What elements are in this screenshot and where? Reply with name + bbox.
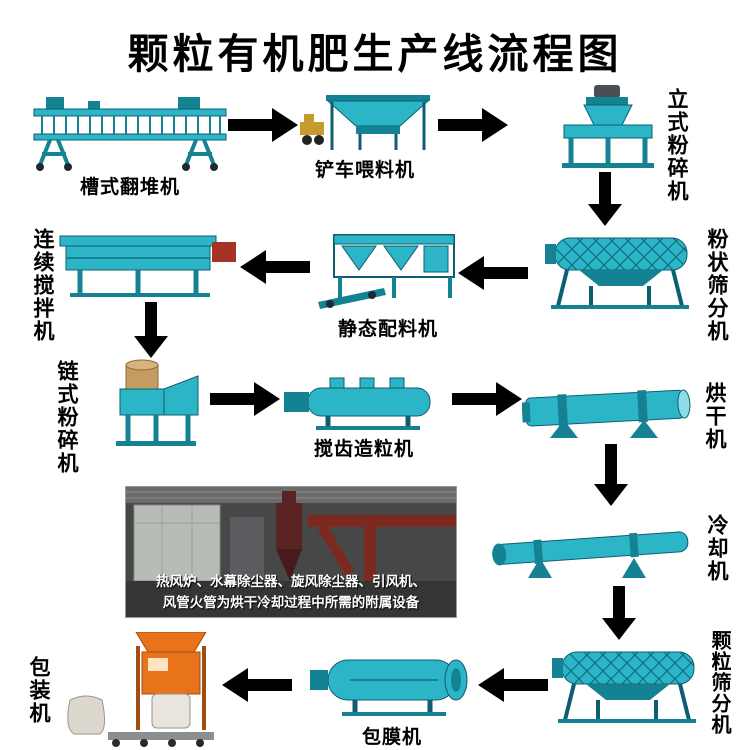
page-title: 颗粒有机肥生产线流程图 [127,30,623,78]
machine-granule-screener [552,640,702,729]
trough-turner-label: 槽式翻堆机 [79,176,180,198]
granule-screener-image [552,651,696,723]
flow-arrow-down-icon [134,302,168,358]
powder-screener-image [545,237,689,309]
machine-packing [52,631,217,750]
packing-machine-label: 包装机 [27,656,51,725]
machine-coating [310,650,475,724]
cooler-label: 冷却机 [705,514,729,583]
coating-machine-label: 包膜机 [361,726,422,748]
chain-crusher-label: 链式粉碎机 [55,360,79,475]
flow-arrow-down-icon [594,444,628,506]
photo-caption-line2: 风管火管为烘干冷却过程中所需的附属设备 [162,595,420,612]
cooler-image [492,531,689,578]
flow-arrow-down-icon [588,172,622,226]
paddle-granulator-label: 搅齿造粒机 [313,438,414,460]
flow-arrow-right-icon [210,382,280,416]
photo-caption: 热风炉、水幕除尘器、旋风除尘器、引风机、 风管火管为烘干冷却过程中所需的附属设备 [126,572,456,614]
flow-arrow-right-icon [228,108,298,142]
flow-arrow-left-icon [478,668,548,702]
machine-chain-crusher [98,358,203,452]
auxiliary-equipment-photo: 热风炉、水幕除尘器、旋风除尘器、引风机、 风管火管为烘干冷却过程中所需的附属设备 [125,486,457,618]
machine-cooler [490,512,695,586]
chain-crusher-image [116,359,199,446]
machine-trough-turner [30,92,230,176]
packing-machine-image [67,631,214,747]
flow-arrow-down-icon [602,586,636,640]
powder-screener-label: 粉状筛分机 [705,228,729,343]
flow-arrow-left-icon [240,250,310,284]
machine-continuous-mixer [58,228,238,304]
machine-powder-screener [545,226,695,315]
granule-screener-label: 颗粒筛分机 [708,630,732,735]
vertical-crusher-image [562,85,654,168]
photo-caption-line1: 热风炉、水幕除尘器、旋风除尘器、引风机、 [156,574,426,591]
machine-vertical-crusher [558,85,658,174]
coating-machine-image [310,659,468,716]
paddle-granulator-image [284,377,431,430]
trough-turner-image [33,97,227,171]
flow-arrow-right-icon [438,108,508,142]
flow-arrow-left-icon [222,668,292,702]
flow-arrow-left-icon [458,256,528,290]
dryer-label: 烘干机 [703,382,727,451]
vertical-crusher-label: 立式粉碎机 [665,88,689,203]
machine-paddle-granulator [284,374,444,436]
loader-feeder-image [300,95,430,150]
continuous-mixer-image [59,235,236,297]
dryer-image [521,389,691,438]
continuous-mixer-label: 连续搅拌机 [31,228,55,343]
machine-static-batcher [318,232,458,316]
static-batcher-image [318,234,455,309]
loader-feeder-label: 铲车喂料机 [314,159,415,181]
machine-loader-feeder [298,94,433,158]
machine-dryer [521,378,694,444]
auxiliary-equipment-image [126,487,456,617]
flow-arrow-right-icon [452,382,522,416]
static-batcher-label: 静态配料机 [337,318,438,340]
